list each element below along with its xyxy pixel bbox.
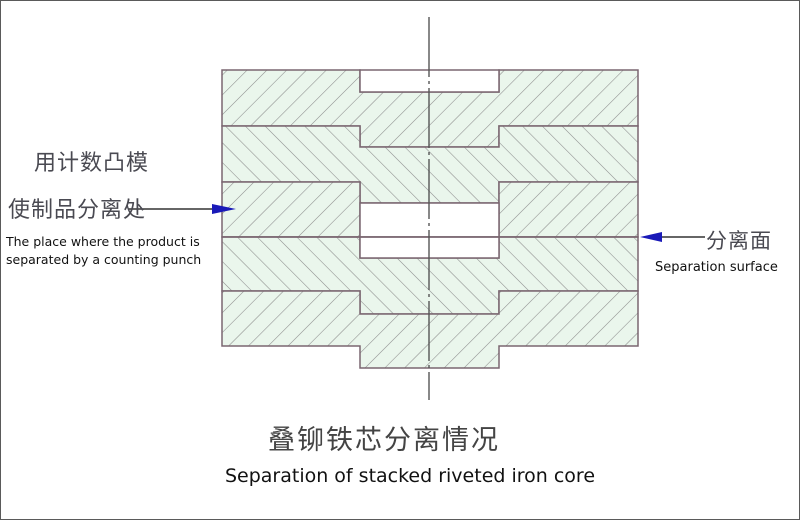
layer-5 <box>221 290 639 369</box>
right-label-en: Separation surface <box>655 260 778 275</box>
figure-title-en: Separation of stacked riveted iron core <box>224 465 596 487</box>
left-label-en-line2: separated by a counting punch <box>6 252 202 267</box>
left-arrow-head <box>212 204 236 214</box>
left-label-en-line1: The place where the product is <box>6 234 200 249</box>
left-label-en: The place where the product is separated… <box>6 233 226 269</box>
left-label-cn-line2: 使制品分离处 <box>8 198 147 223</box>
left-label-cn-line1: 用计数凸模 <box>34 151 150 176</box>
right-arrow-head <box>640 232 662 242</box>
figure-title-cn: 叠铆铁芯分离情况 <box>268 425 500 456</box>
right-label-cn: 分离面 <box>706 229 772 253</box>
